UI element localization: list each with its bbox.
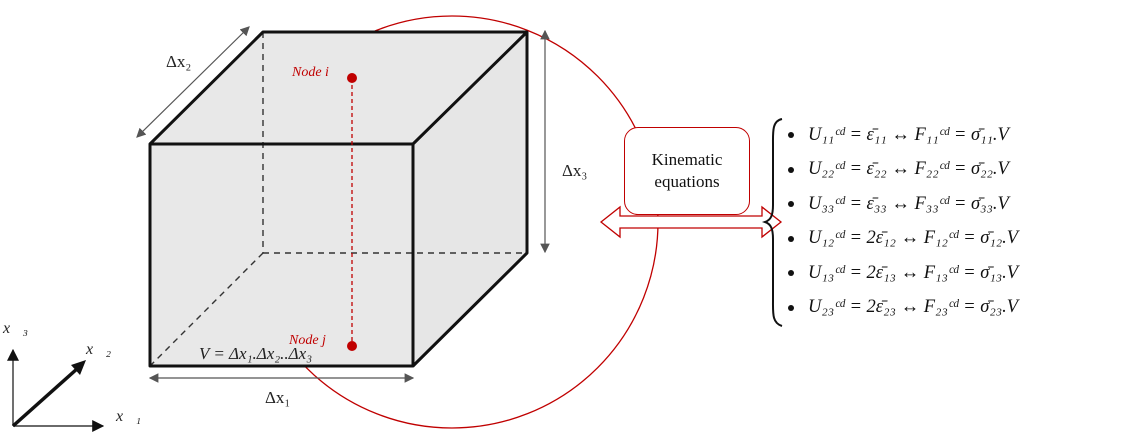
kinematic-equations-box: Kinematic equations [624,127,750,215]
node-j-dot [347,341,357,351]
bullet [788,166,794,173]
dx1-label: Δx₁ [265,388,291,407]
node-i-dot [347,73,357,83]
equation-text: U₃₃ᶜᵈ = ε̄₃₃ ↔ F₃₃ᶜᵈ = σ̄₃₃.V [808,193,1009,214]
cube-front-face [150,144,413,366]
kinematic-line-2: equations [654,172,720,191]
equation-item: U₁₁ᶜᵈ = ε̄₁₁ ↔ F₁₁ᶜᵈ = σ̄₁₁.V [784,118,1134,153]
coordinate-axes [6,348,105,432]
dx2-label: Δx₂ [166,52,192,71]
equation-item: U₃₃ᶜᵈ = ε̄₃₃ ↔ F₃₃ᶜᵈ = σ̄₃₃.V [784,187,1134,222]
equation-text: U₂₂ᶜᵈ = ε̄₂₂ ↔ F₂₂ᶜᵈ = σ̄₂₂.V [808,159,1009,180]
dx3-label: Δx₃ [562,161,588,180]
equation-text: U₂₃ᶜᵈ = 2ε̄₂₃ ↔ F₂₃ᶜᵈ = σ̄₂₃.V [808,297,1019,318]
bullet [788,201,794,208]
axis-x1-label: x⃗₁ [116,408,142,425]
cube-right-face [413,32,527,366]
axis-x3-label: x⃗₃ [3,320,29,337]
cube-hidden-edge-diagonal [149,252,264,367]
bullet [788,270,794,277]
equation-text: U₁₃ᶜᵈ = 2ε̄₁₃ ↔ F₁₃ᶜᵈ = σ̄₁₃.V [808,262,1019,283]
node-i-label: Node i [292,65,329,80]
dx2-dimension-arrow [136,26,250,138]
equation-item: U₁₃ᶜᵈ = 2ε̄₁₃ ↔ F₁₃ᶜᵈ = σ̄₁₃.V [784,256,1134,291]
equation-item: U₁₂ᶜᵈ = 2ε̄₁₂ ↔ F₁₂ᶜᵈ = σ̄₁₂.V [784,222,1134,257]
volume-formula: V = Δx₁.Δx₂..Δx₃ [199,344,313,363]
equations-brace [761,118,783,327]
equation-item: U₂₃ᶜᵈ = 2ε̄₂₃ ↔ F₂₃ᶜᵈ = σ̄₂₃.V [784,291,1134,326]
double-arrow [599,205,783,239]
bullet [788,304,794,311]
equation-text: U₁₁ᶜᵈ = ε̄₁₁ ↔ F₁₁ᶜᵈ = σ̄₁₁.V [808,124,1009,145]
node-j-label: Node j [289,333,326,348]
bullet [788,235,794,242]
axis-x2-label: x⃗₂ [86,341,112,358]
equation-text: U₁₂ᶜᵈ = 2ε̄₁₂ ↔ F₁₂ᶜᵈ = σ̄₁₂.V [808,228,1019,249]
bullet [788,132,794,139]
equation-item: U₂₂ᶜᵈ = ε̄₂₂ ↔ F₂₂ᶜᵈ = σ̄₂₂.V [784,153,1134,188]
kinematic-line-1: Kinematic [651,150,723,169]
equations-list: U₁₁ᶜᵈ = ε̄₁₁ ↔ F₁₁ᶜᵈ = σ̄₁₁.V U₂₂ᶜᵈ = ε̄… [784,118,1134,325]
